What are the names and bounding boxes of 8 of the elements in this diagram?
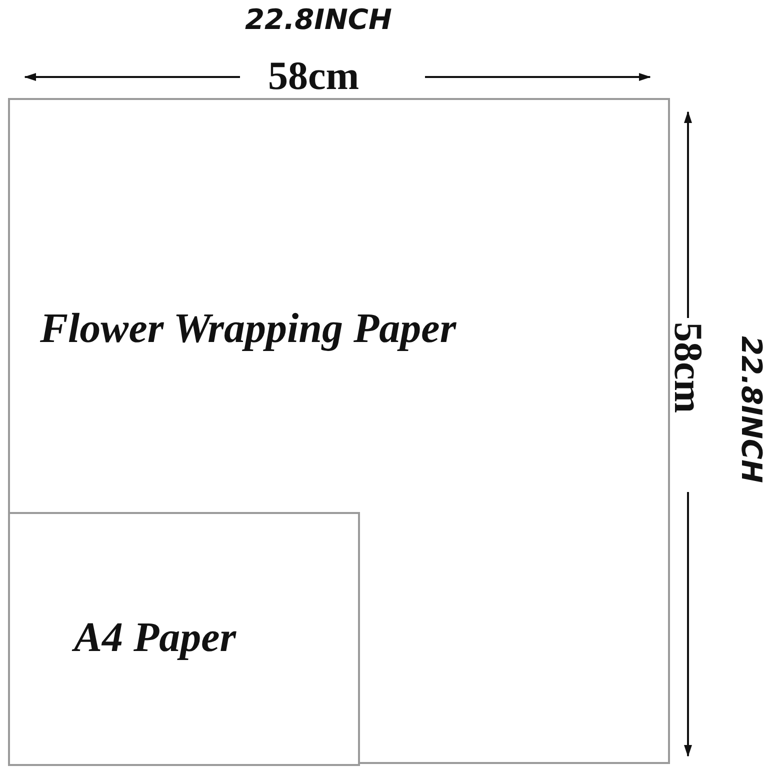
- paper-sheet: [8, 512, 360, 766]
- dimension-label: 58cm: [268, 56, 360, 96]
- dimension-label: 58cm: [668, 322, 708, 414]
- paper-label: Flower Wrapping Paper: [40, 305, 456, 353]
- paper-sheet: [8, 98, 670, 764]
- paper-label: A4 Paper: [74, 614, 236, 662]
- dimension-label: 22.8INCH: [737, 336, 765, 483]
- dimension-label: 22.8INCH: [245, 6, 392, 34]
